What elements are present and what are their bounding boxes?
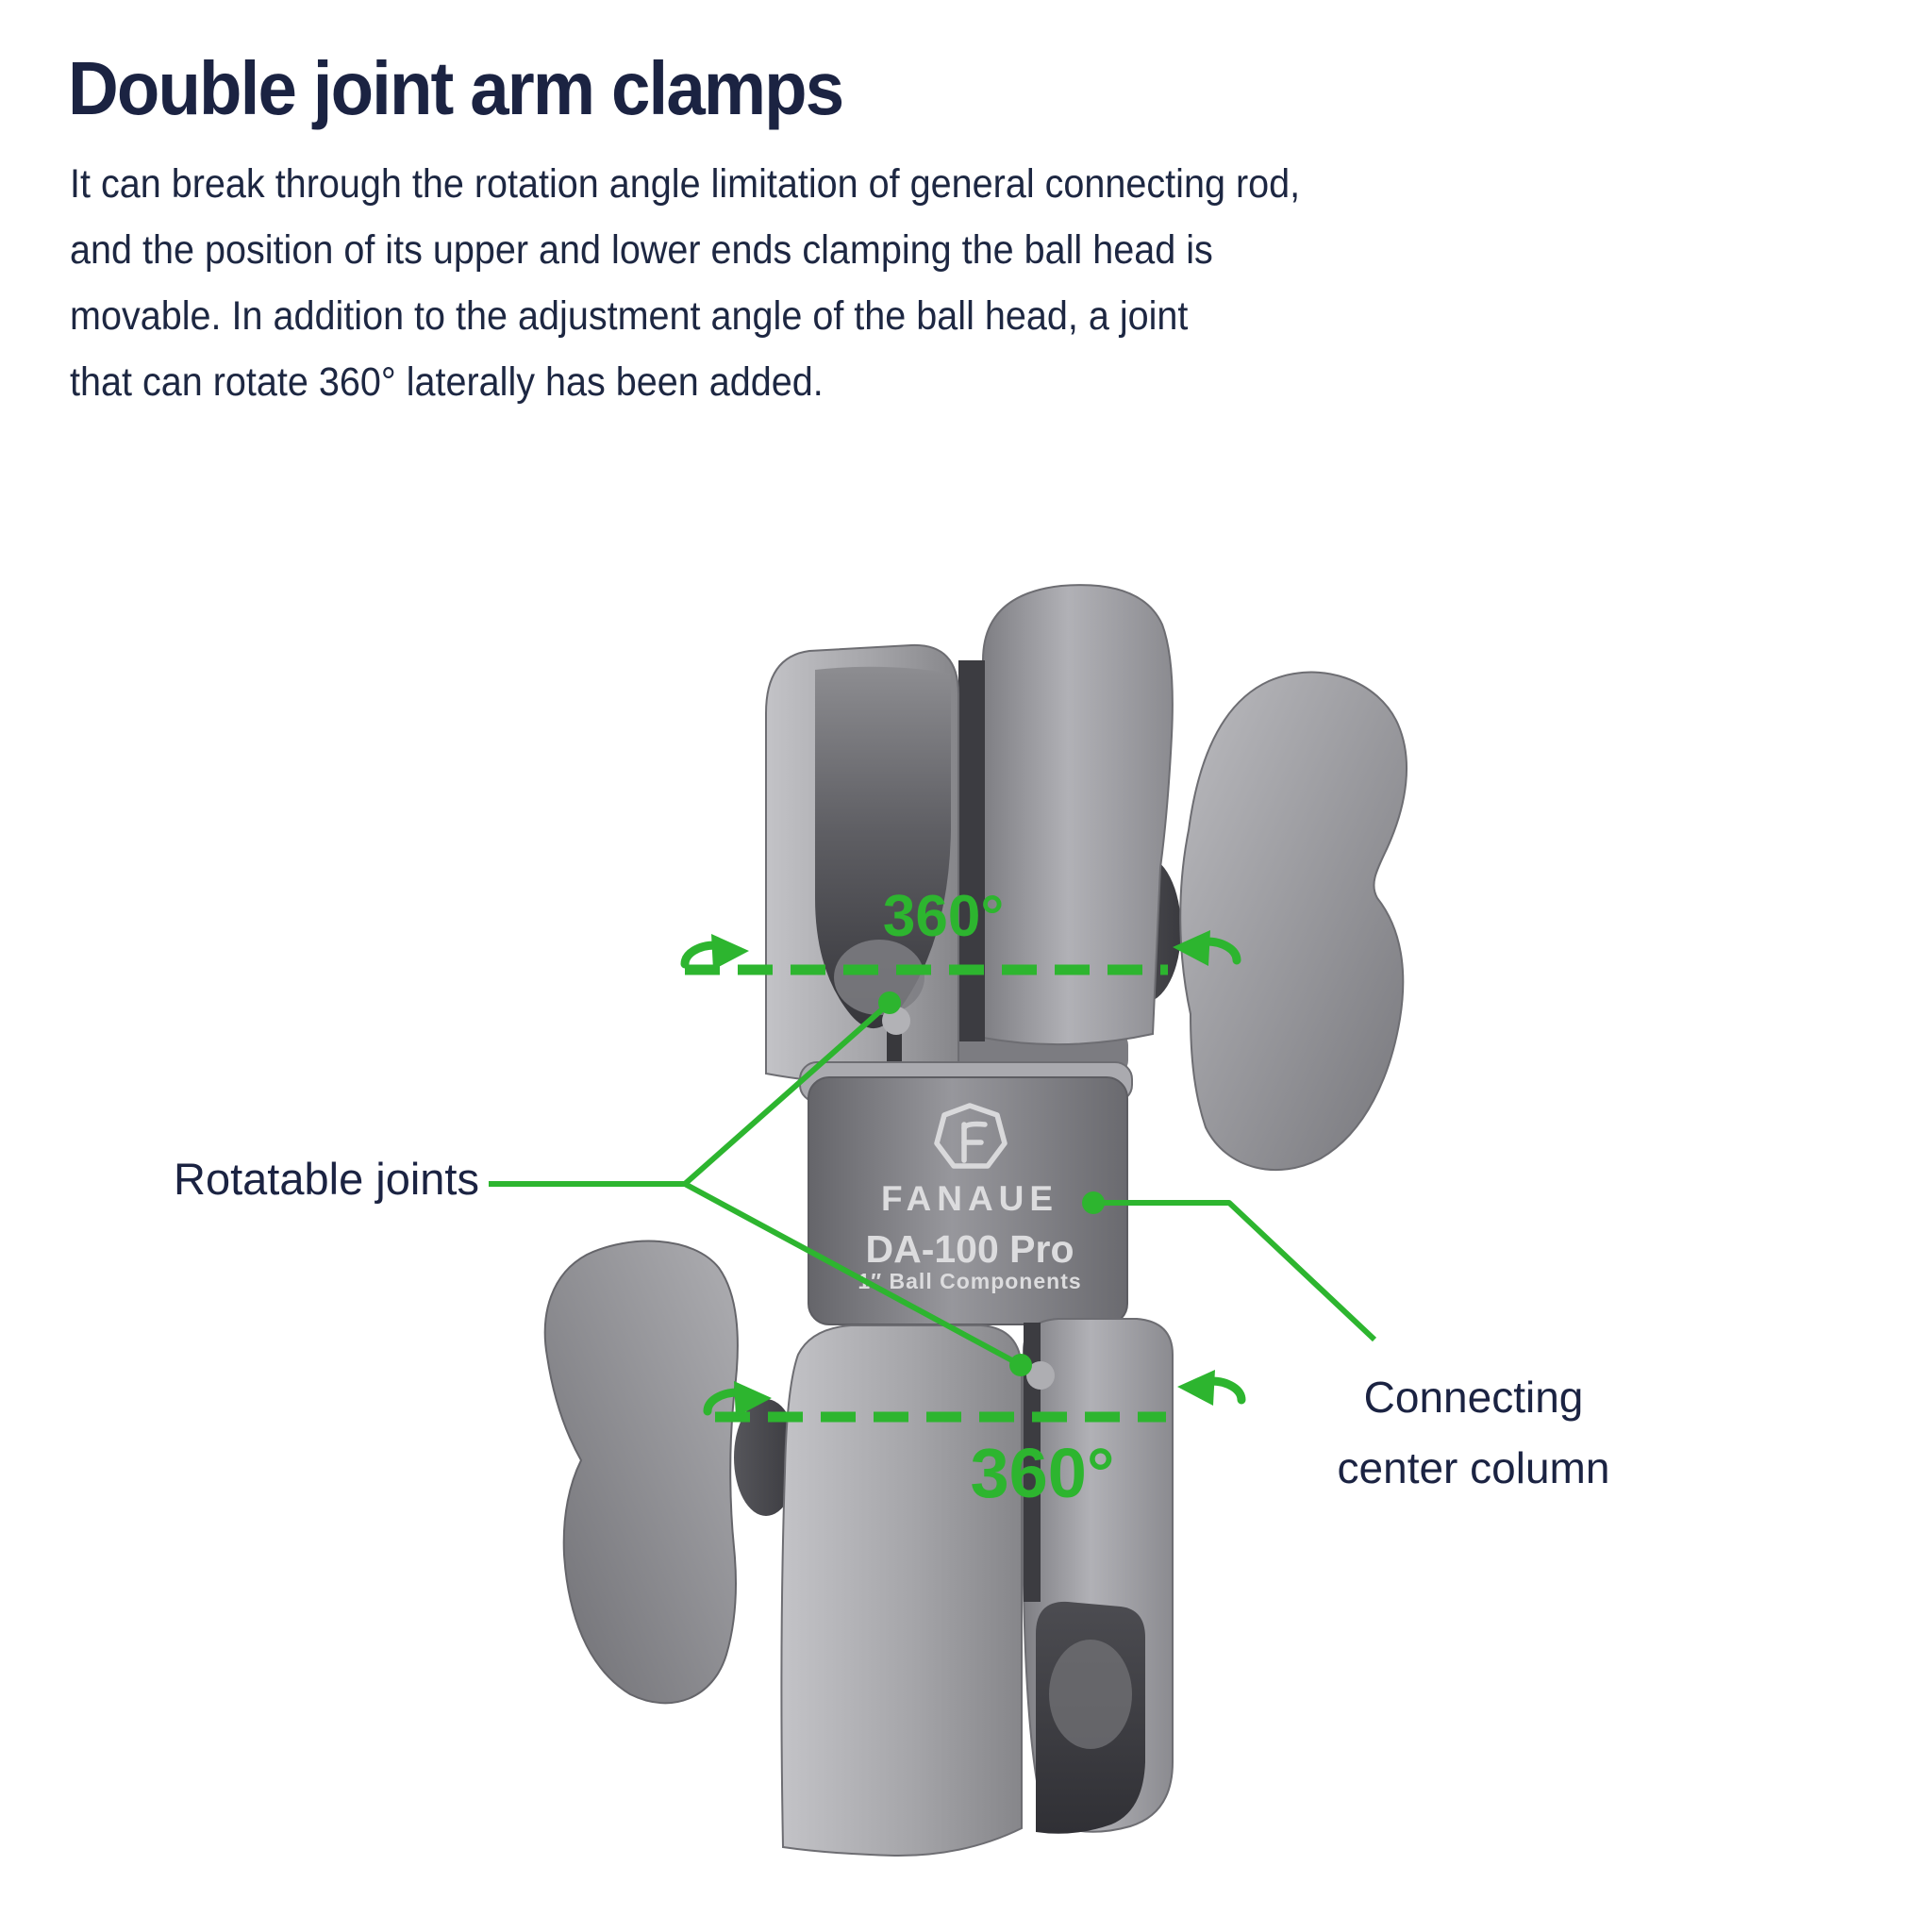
lower-slot (1024, 1323, 1041, 1602)
intro-line: and the position of its upper and lower … (70, 227, 1213, 273)
center-column-connector-line (1093, 1200, 1377, 1342)
lower-joint-ball (1026, 1361, 1055, 1390)
notch-inner-cup (834, 940, 924, 1015)
model-number: DA-100 Pro (865, 1227, 1074, 1271)
lower-wing-knob (543, 1240, 798, 1705)
annotation-layer: 360° 360° (489, 884, 1377, 1512)
connecting-center-column-label: Connecting center column (1294, 1362, 1653, 1504)
intro-line: movable. In addition to the adjustment a… (70, 293, 1189, 339)
rotatable-joints-label: Rotatable joints (174, 1154, 479, 1204)
fanaue-hexagon-logo-icon (934, 1103, 1008, 1169)
clamp-slot (958, 660, 985, 1041)
ball-socket-notch (815, 666, 951, 1029)
lower-clamp (780, 1318, 1174, 1857)
green-joint-dot (1082, 1191, 1105, 1214)
green-joint-dot (1009, 1354, 1032, 1376)
intro-line: that can rotate 360° laterally has been … (70, 359, 824, 405)
green-joint-dot (878, 991, 901, 1014)
page-title: Double joint arm clamps (68, 46, 844, 130)
rotation-degree-bottom: 360° (970, 1434, 1114, 1512)
intro-line: It can break through the rotation angle … (70, 161, 1301, 207)
rear-prong (982, 584, 1174, 1046)
rotation-degree-top: 360° (883, 884, 1004, 949)
socket-inner-scoop (1049, 1640, 1132, 1749)
curved-rotation-arrow-icon (685, 934, 749, 970)
top-clamp (765, 584, 1174, 1084)
connecting-label-line: Connecting (1363, 1373, 1584, 1422)
center-column: FANAUE DA-100 Pro 1″ Ball Components (799, 1061, 1133, 1325)
curved-rotation-arrow-icon (1177, 1370, 1241, 1406)
brand-name: FANAUE (881, 1179, 1058, 1218)
knob-bolt (734, 1399, 798, 1516)
rotatable-joints-connector-line (489, 1000, 1023, 1368)
lower-front-prong (780, 1324, 1023, 1857)
spec-text: 1″ Ball Components (858, 1269, 1081, 1293)
intro-paragraph: It can break through the rotation angle … (70, 151, 1300, 415)
connecting-label-line: center column (1337, 1443, 1610, 1492)
